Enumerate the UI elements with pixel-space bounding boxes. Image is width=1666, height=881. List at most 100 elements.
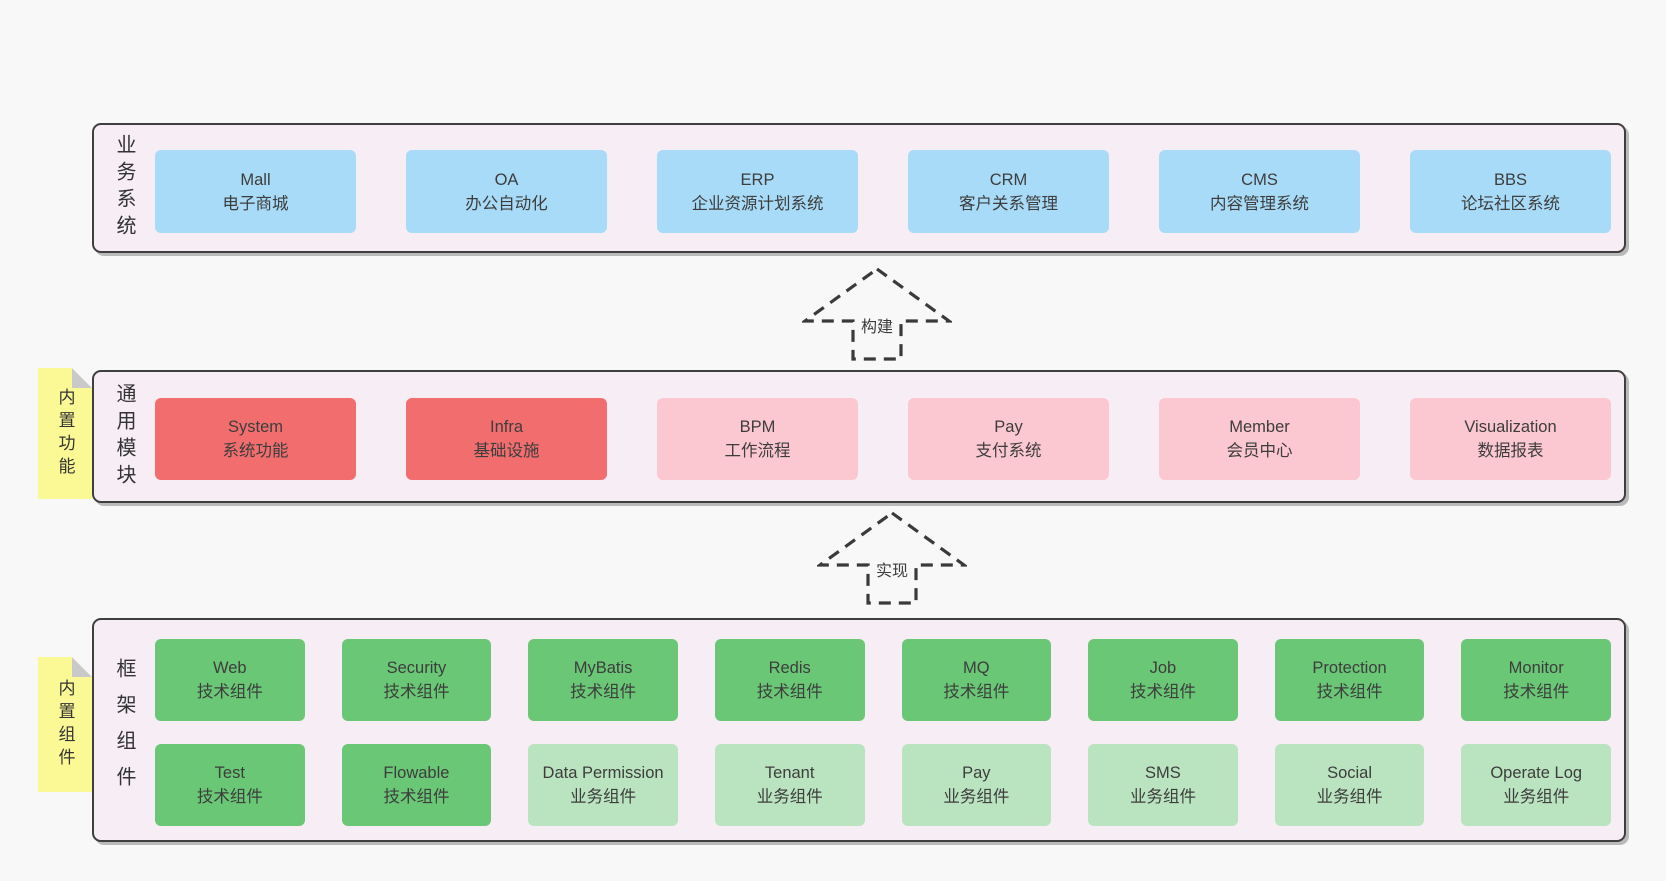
box-name: Social (1327, 764, 1373, 782)
box-desc: 数据报表 (1477, 442, 1544, 460)
box-desc: 会员中心 (1226, 442, 1293, 460)
box-oa: OA 办公自动化 (406, 150, 607, 233)
box-name: Redis (768, 659, 811, 677)
panel-framework-components: 框架组件 Web 技术组件 Security 技术组件 MyBatis 技术组件… (92, 618, 1626, 842)
box-name: OA (494, 170, 519, 189)
box-name: MyBatis (573, 659, 633, 677)
box-name: Protection (1312, 659, 1387, 677)
box-name: Mall (240, 170, 271, 189)
box-name: Security (386, 659, 447, 677)
box-desc: 技术组件 (943, 683, 1010, 701)
box-bbs: BBS 论坛社区系统 (1410, 150, 1611, 233)
box-monitor: Monitor 技术组件 (1461, 639, 1611, 721)
box-desc: 系统功能 (222, 442, 289, 460)
business-box-row: Mall 电子商城 OA 办公自动化 ERP 企业资源计划系统 CRM 客户关系… (155, 150, 1611, 233)
panel-framework-label: 框架组件 (102, 620, 146, 840)
box-desc: 技术组件 (383, 683, 450, 701)
dashed-up-arrow-icon (817, 511, 967, 605)
box-desc: 技术组件 (1316, 683, 1383, 701)
box-desc: 技术组件 (196, 683, 263, 701)
sticky-note-builtin-components: 内置组件 (38, 657, 92, 792)
panel-framework-label-text: 框架组件 (113, 658, 135, 802)
box-desc: 技术组件 (1129, 683, 1196, 701)
box-protection: Protection 技术组件 (1274, 639, 1425, 721)
box-erp: ERP 企业资源计划系统 (657, 150, 858, 233)
box-name: ERP (740, 170, 775, 189)
box-desc: 办公自动化 (465, 194, 548, 213)
arrow-build-label: 构建 (856, 313, 898, 337)
box-desc: 技术组件 (196, 788, 263, 806)
box-tenant: Tenant 业务组件 (714, 744, 865, 826)
box-member: Member 会员中心 (1159, 398, 1360, 480)
box-desc: 企业资源计划系统 (691, 194, 824, 213)
box-desc: 支付系统 (975, 442, 1042, 460)
box-name: Monitor (1508, 659, 1564, 677)
box-desc: 业务组件 (756, 788, 823, 806)
box-name: Visualization (1464, 418, 1557, 436)
panel-business-systems: 业务系统 Mall 电子商城 OA 办公自动化 ERP 企业资源计划系统 CRM… (92, 123, 1626, 253)
box-desc: 内容管理系统 (1210, 194, 1309, 213)
box-flowable: Flowable 技术组件 (341, 744, 492, 826)
box-name: Test (214, 764, 245, 782)
box-pay: Pay 支付系统 (908, 398, 1109, 480)
box-name: BBS (1493, 170, 1528, 189)
box-test: Test 技术组件 (155, 744, 305, 826)
box-mall: Mall 电子商城 (155, 150, 356, 233)
box-name: Flowable (383, 764, 450, 782)
box-name: Pay (962, 764, 991, 782)
box-name: CRM (989, 170, 1028, 189)
framework-box-row-2: Test 技术组件 Flowable 技术组件 Data Permission … (155, 744, 1611, 826)
box-name: SMS (1145, 764, 1181, 782)
box-name: CMS (1241, 170, 1278, 189)
box-desc: 电子商城 (222, 194, 289, 213)
sticky-note-text: 内置功能 (55, 387, 75, 480)
box-desc: 业务组件 (1503, 788, 1570, 806)
box-sms: SMS 业务组件 (1088, 744, 1238, 826)
panel-business-label: 业务系统 (102, 125, 146, 251)
box-desc: 业务组件 (1129, 788, 1196, 806)
box-desc: 业务组件 (1316, 788, 1383, 806)
box-visualization: Visualization 数据报表 (1410, 398, 1611, 480)
box-name: System (227, 418, 283, 436)
box-name: Web (212, 659, 247, 677)
modules-box-row: System 系统功能 Infra 基础设施 BPM 工作流程 Pay 支付系统… (155, 398, 1611, 480)
box-name: Data Permission (542, 764, 664, 782)
arrow-implement-label: 实现 (871, 557, 913, 581)
panel-modules-label-text: 通用模块 (113, 382, 135, 491)
box-name: BPM (739, 418, 776, 436)
sticky-note-text: 内置组件 (55, 678, 75, 771)
arrow-build: 构建 (802, 266, 952, 362)
box-name: Infra (489, 418, 524, 436)
box-desc: 技术组件 (756, 683, 823, 701)
box-desc: 工作流程 (724, 442, 791, 460)
box-name: Tenant (764, 764, 815, 782)
box-social: Social 业务组件 (1274, 744, 1425, 826)
box-data-permission: Data Permission 业务组件 (528, 744, 678, 826)
box-name: Pay (994, 418, 1023, 436)
box-mq: MQ 技术组件 (901, 639, 1052, 721)
box-desc: 客户关系管理 (959, 194, 1058, 213)
panel-business-label-text: 业务系统 (113, 134, 135, 242)
box-desc: 基础设施 (473, 442, 540, 460)
arrow-implement: 实现 (817, 510, 967, 606)
box-desc: 论坛社区系统 (1461, 194, 1560, 213)
box-system: System 系统功能 (155, 398, 356, 480)
box-redis: Redis 技术组件 (714, 639, 865, 721)
box-bpm: BPM 工作流程 (657, 398, 858, 480)
box-infra: Infra 基础设施 (406, 398, 607, 480)
sticky-note-builtin-features: 内置功能 (38, 368, 92, 499)
box-name: Operate Log (1490, 764, 1583, 782)
box-operate-log: Operate Log 业务组件 (1461, 744, 1611, 826)
box-desc: 技术组件 (1503, 683, 1570, 701)
panel-common-modules: 通用模块 System 系统功能 Infra 基础设施 BPM 工作流程 Pay… (92, 370, 1626, 503)
box-desc: 技术组件 (383, 788, 450, 806)
box-pay-component: Pay 业务组件 (901, 744, 1052, 826)
box-job: Job 技术组件 (1088, 639, 1238, 721)
dashed-up-arrow-icon (802, 267, 952, 361)
box-desc: 业务组件 (570, 788, 637, 806)
box-mybatis: MyBatis 技术组件 (528, 639, 678, 721)
box-web: Web 技术组件 (155, 639, 305, 721)
panel-modules-label: 通用模块 (102, 372, 146, 501)
box-desc: 技术组件 (570, 683, 637, 701)
